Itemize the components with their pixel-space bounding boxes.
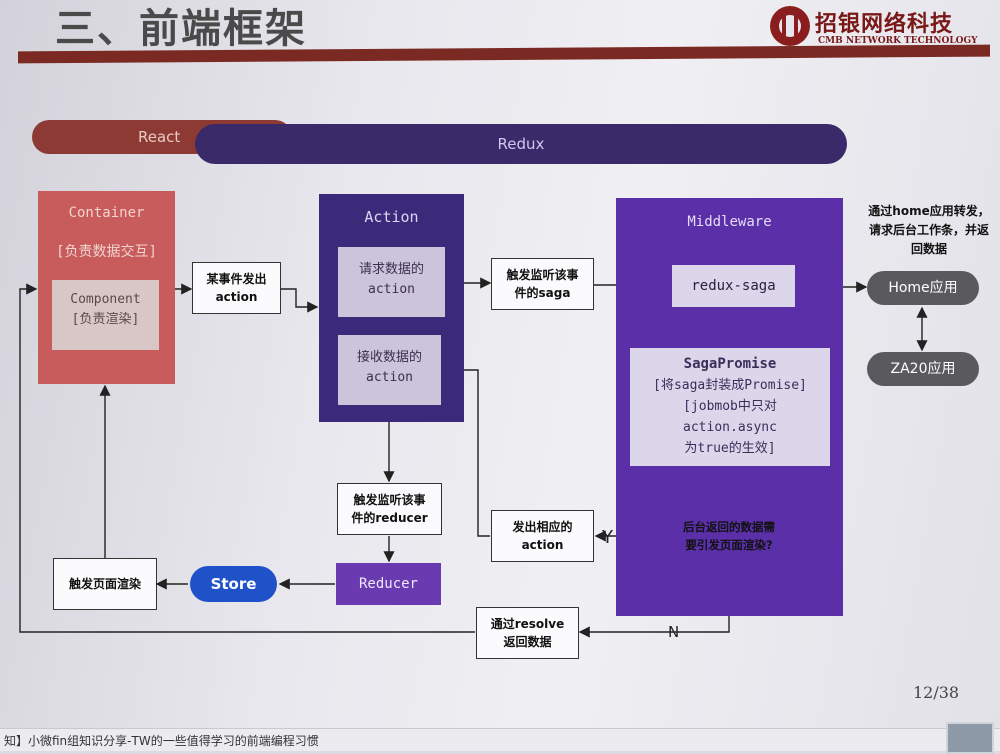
trigger-reducer-line1: 触发监听该事 [353,493,426,507]
receive-action-line1: 接收数据的 [356,350,422,365]
sagapromise-line1: [将saga封装成Promise] [653,378,807,393]
container-subtitle: [负责数据交互] [56,244,157,260]
emit-action-box: 发出相应的 action [491,510,594,562]
sagapromise-box: SagaPromise [将saga封装成Promise] [jobmob中只对… [630,348,830,466]
component-title: Component [70,292,141,307]
emit-action-line2: action [521,538,564,552]
logo-english-name: CMB NETWORK TECHNOLOGY [818,36,978,46]
redux-band-label: Redux [497,135,545,153]
middleware-title: Middleware [687,214,772,230]
trigger-reducer-box: 触发监听该事 件的reducer [337,483,442,535]
sagapromise-line3: action.async [683,420,777,435]
presenter-thumbnail[interactable] [946,722,994,754]
sagapromise-title: SagaPromise [683,356,777,372]
request-action-line2: action [368,282,415,297]
resolve-return-box: 通过resolve 返回数据 [476,607,579,659]
trigger-saga-line2: 件的saga [514,286,571,300]
sagapromise-line4: 为true的生效] [684,441,776,456]
resolve-line1: 通过resolve [490,617,565,631]
taskbar-window-title[interactable]: 知】小微fin组知识分享-TW的一些值得学习的前端编程习惯 [4,734,319,748]
logo-chinese-name: 招银网络科技 [815,11,954,37]
request-action-line1: 请求数据的 [358,262,424,277]
branch-no-label: N [668,623,680,641]
za20-app-pill: ZA20应用 [867,352,979,386]
receive-action-box: 接收数据的 action [338,335,441,405]
event-emit-action-box: 某事件发出 action [192,262,281,314]
action-panel-title: Action [364,208,419,226]
store-pill: Store [190,566,277,602]
receive-action-line2: action [366,370,413,385]
component-subtitle: [负责渲染] [71,312,140,327]
decision-line1: 后台返回的数据需 [683,520,775,534]
decision-text: 后台返回的数据需 要引发页面渲染? [666,518,792,554]
trigger-saga-line1: 触发监听该事 [506,268,579,282]
reducer-box: Reducer [336,563,441,605]
home-app-pill: Home应用 [867,271,979,305]
render-page-label: 触发页面渲染 [68,577,141,591]
redux-saga-box: redux-saga [672,265,795,307]
home-forward-note: 通过home应用转发，请求后台工作条，并返回数据 [868,204,990,256]
resolve-line2: 返回数据 [503,635,552,649]
redux-band: Redux [195,124,847,164]
decision-line2: 要引发页面渲染? [685,538,773,552]
taskbar: 知】小微fin组知识分享-TW的一些值得学习的前端编程习惯 [0,728,1000,751]
branch-yes-label: Y [602,527,613,548]
trigger-saga-box: 触发监听该事 件的saga [491,258,594,310]
emit-action-line1: 发出相应的 [512,520,573,534]
page-number: 12/38 [913,683,960,702]
trigger-reducer-line2: 件的reducer [351,511,428,525]
react-band-label: React [138,128,181,146]
event-emit-line1: 某事件发出 [206,272,267,286]
container-title: Container [68,205,145,221]
component-box: Component [负责渲染] [52,280,159,350]
sagapromise-line2: [jobmob中只对 [683,399,777,414]
event-emit-line2: action [215,290,258,304]
request-action-box: 请求数据的 action [338,247,445,317]
cmb-logo-icon [770,6,810,46]
render-page-box: 触发页面渲染 [53,558,157,610]
slide-title: 三、前端框架 [55,6,307,52]
